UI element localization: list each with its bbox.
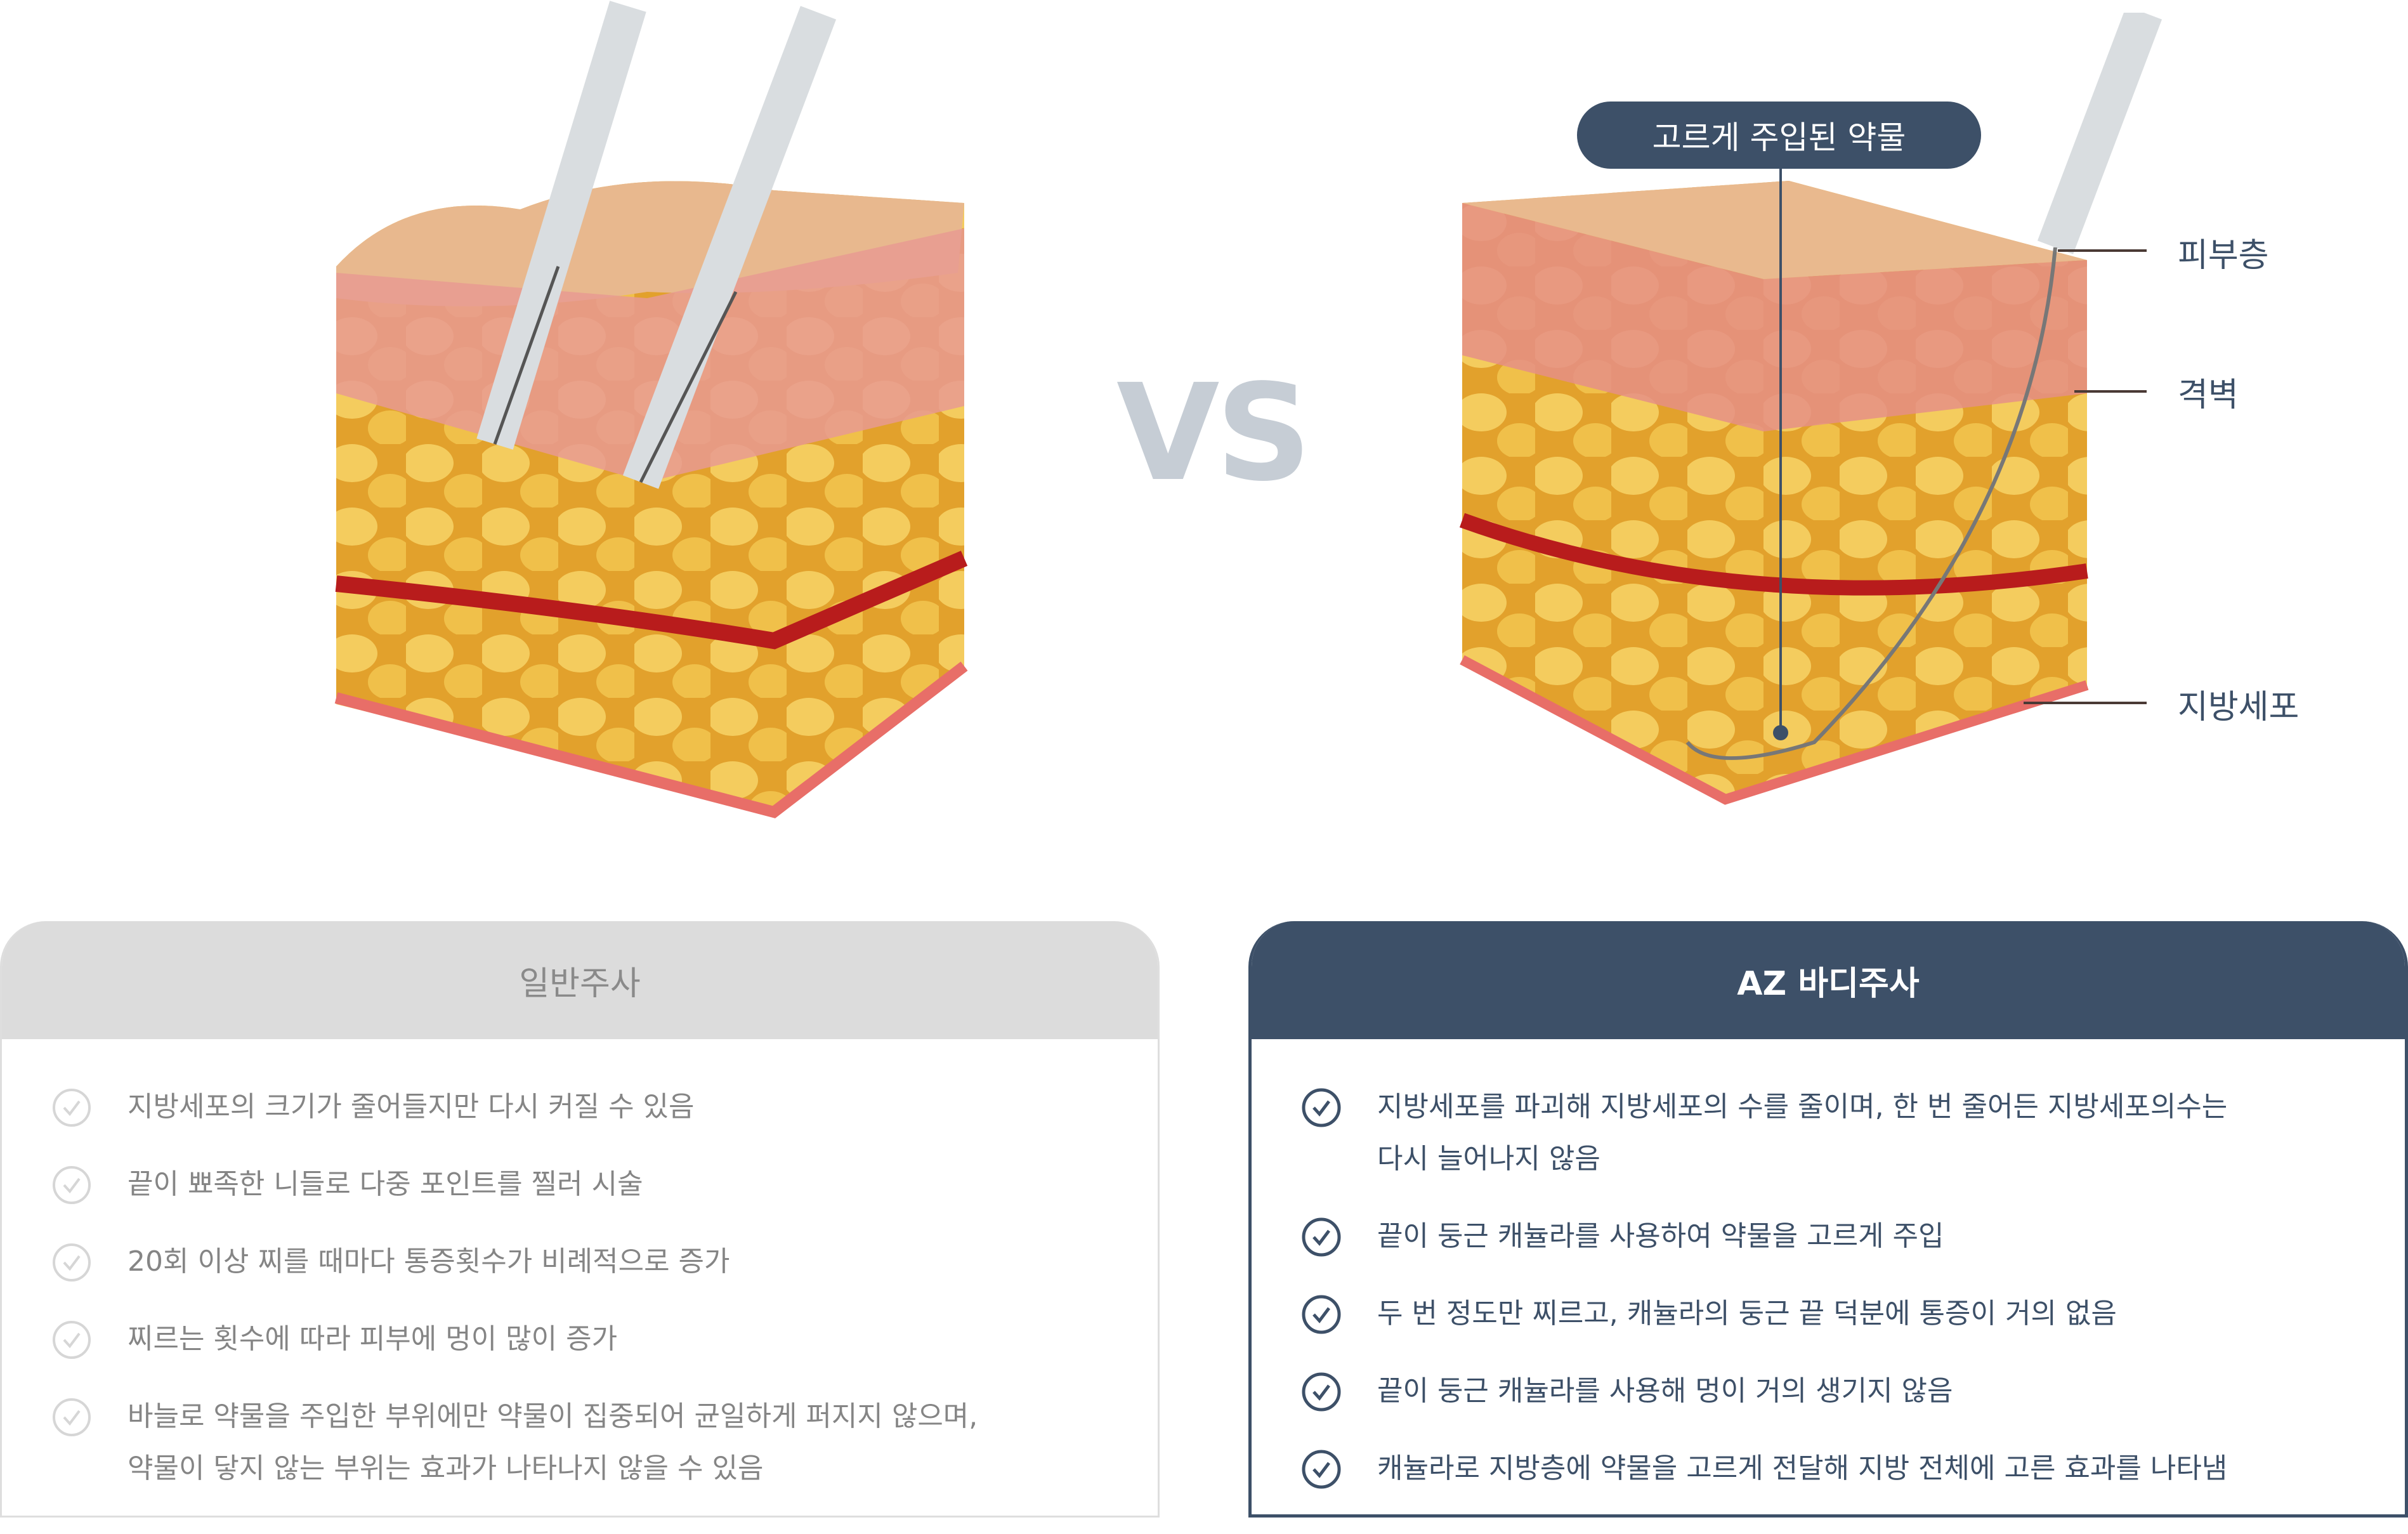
list-item: 20회 이상 찌를 때마다 통증횟수가 비례적으로 증가 xyxy=(2,1238,1158,1288)
az-body-injection-list: 지방세포를 파괴해 지방세포의 수를 줄이며, 한 번 줄어든 지방세포의수는 … xyxy=(1252,1039,2405,1495)
list-item: 두 번 정도만 찌르고, 캐뉼라의 둥근 끝 덕분에 통증이 거의 없음 xyxy=(1252,1290,2405,1340)
list-item-text: 끝이 둥근 캐뉼라를 사용하여 약물을 고르게 주입 xyxy=(1377,1220,1944,1252)
check-circle-icon xyxy=(53,1321,91,1359)
general-injection-panel: 일반주사 지방세포의 크기가 줄어들지만 다시 커질 수 있음 끝이 뾰족한 니… xyxy=(0,921,1160,1518)
list-item: 끝이 뾰족한 니들로 다중 포인트를 찔러 시술 xyxy=(2,1161,1158,1210)
list-item-text: 찌르는 횟수에 따라 피부에 멍이 많이 증가 xyxy=(128,1323,618,1355)
injected-drug-callout: 고르게 주입된 약물 xyxy=(1577,102,1981,169)
list-item: 바늘로 약물을 주입한 부위에만 약물이 집중되어 균일하게 퍼지지 않으며, … xyxy=(2,1393,1158,1495)
vs-label: VS xyxy=(1116,355,1312,511)
list-item-text: 지방세포의 크기가 줄어들지만 다시 커질 수 있음 xyxy=(128,1091,695,1123)
list-item-text: 20회 이상 찌를 때마다 통증횟수가 비례적으로 증가 xyxy=(128,1245,730,1278)
check-circle-icon xyxy=(1302,1295,1341,1334)
list-item: 캐뉼라로 지방층에 약물을 고르게 전달해 지방 전체에 고른 효과를 나타냄 xyxy=(1252,1445,2405,1495)
check-circle-icon xyxy=(1302,1450,1341,1489)
list-item-text: 지방세포를 파괴해 지방세포의 수를 줄이며, 한 번 줄어든 지방세포의수는 … xyxy=(1377,1091,2228,1175)
az-body-injection-panel: AZ 바디주사 지방세포를 파괴해 지방세포의 수를 줄이며, 한 번 줄어든 … xyxy=(1248,921,2408,1518)
label-line-fat-cell xyxy=(2024,702,2147,704)
list-item: 지방세포를 파괴해 지방세포의 수를 줄이며, 한 번 줄어든 지방세포의수는 … xyxy=(1252,1084,2405,1185)
label-line-septum xyxy=(2074,390,2147,393)
check-circle-icon xyxy=(53,1089,91,1127)
list-item: 지방세포의 크기가 줄어들지만 다시 커질 수 있음 xyxy=(2,1084,1158,1133)
list-item-text: 두 번 정도만 찌르고, 캐뉼라의 둥근 끝 덕분에 통증이 거의 없음 xyxy=(1377,1297,2117,1330)
check-circle-icon xyxy=(53,1243,91,1282)
check-circle-icon xyxy=(53,1398,91,1436)
list-item-text: 캐뉼라로 지방층에 약물을 고르게 전달해 지방 전체에 고른 효과를 나타냄 xyxy=(1377,1452,2228,1485)
list-item-text: 끝이 둥근 캐뉼라를 사용해 멍이 거의 생기지 않음 xyxy=(1377,1375,1953,1407)
cannula-injection-illustration xyxy=(1459,13,2163,805)
label-septum: 격벽 xyxy=(2178,376,2239,414)
check-circle-icon xyxy=(53,1166,91,1204)
check-circle-icon xyxy=(1302,1372,1341,1412)
list-item: 끝이 둥근 캐뉼라를 사용하여 약물을 고르게 주입 xyxy=(1252,1213,2405,1262)
az-body-injection-title: AZ 바디주사 xyxy=(1252,921,2405,1039)
list-item: 끝이 둥근 캐뉼라를 사용해 멍이 거의 생기지 않음 xyxy=(1252,1368,2405,1417)
label-skin-layer: 피부층 xyxy=(2178,237,2269,275)
needle-injection-illustration xyxy=(334,1,968,818)
check-circle-icon xyxy=(1302,1217,1341,1257)
list-item-text: 바늘로 약물을 주입한 부위에만 약물이 집중되어 균일하게 퍼지지 않으며, … xyxy=(128,1400,978,1485)
label-fat-cell: 지방세포 xyxy=(2178,688,2300,726)
general-injection-title: 일반주사 xyxy=(2,921,1158,1039)
list-item-text: 끝이 뾰족한 니들로 다중 포인트를 찔러 시술 xyxy=(128,1168,643,1200)
check-circle-icon xyxy=(1302,1088,1341,1127)
label-line-skin xyxy=(2058,249,2147,252)
list-item: 찌르는 횟수에 따라 피부에 멍이 많이 증가 xyxy=(2,1316,1158,1365)
general-injection-list: 지방세포의 크기가 줄어들지만 다시 커질 수 있음 끝이 뾰족한 니들로 다중… xyxy=(2,1039,1158,1495)
